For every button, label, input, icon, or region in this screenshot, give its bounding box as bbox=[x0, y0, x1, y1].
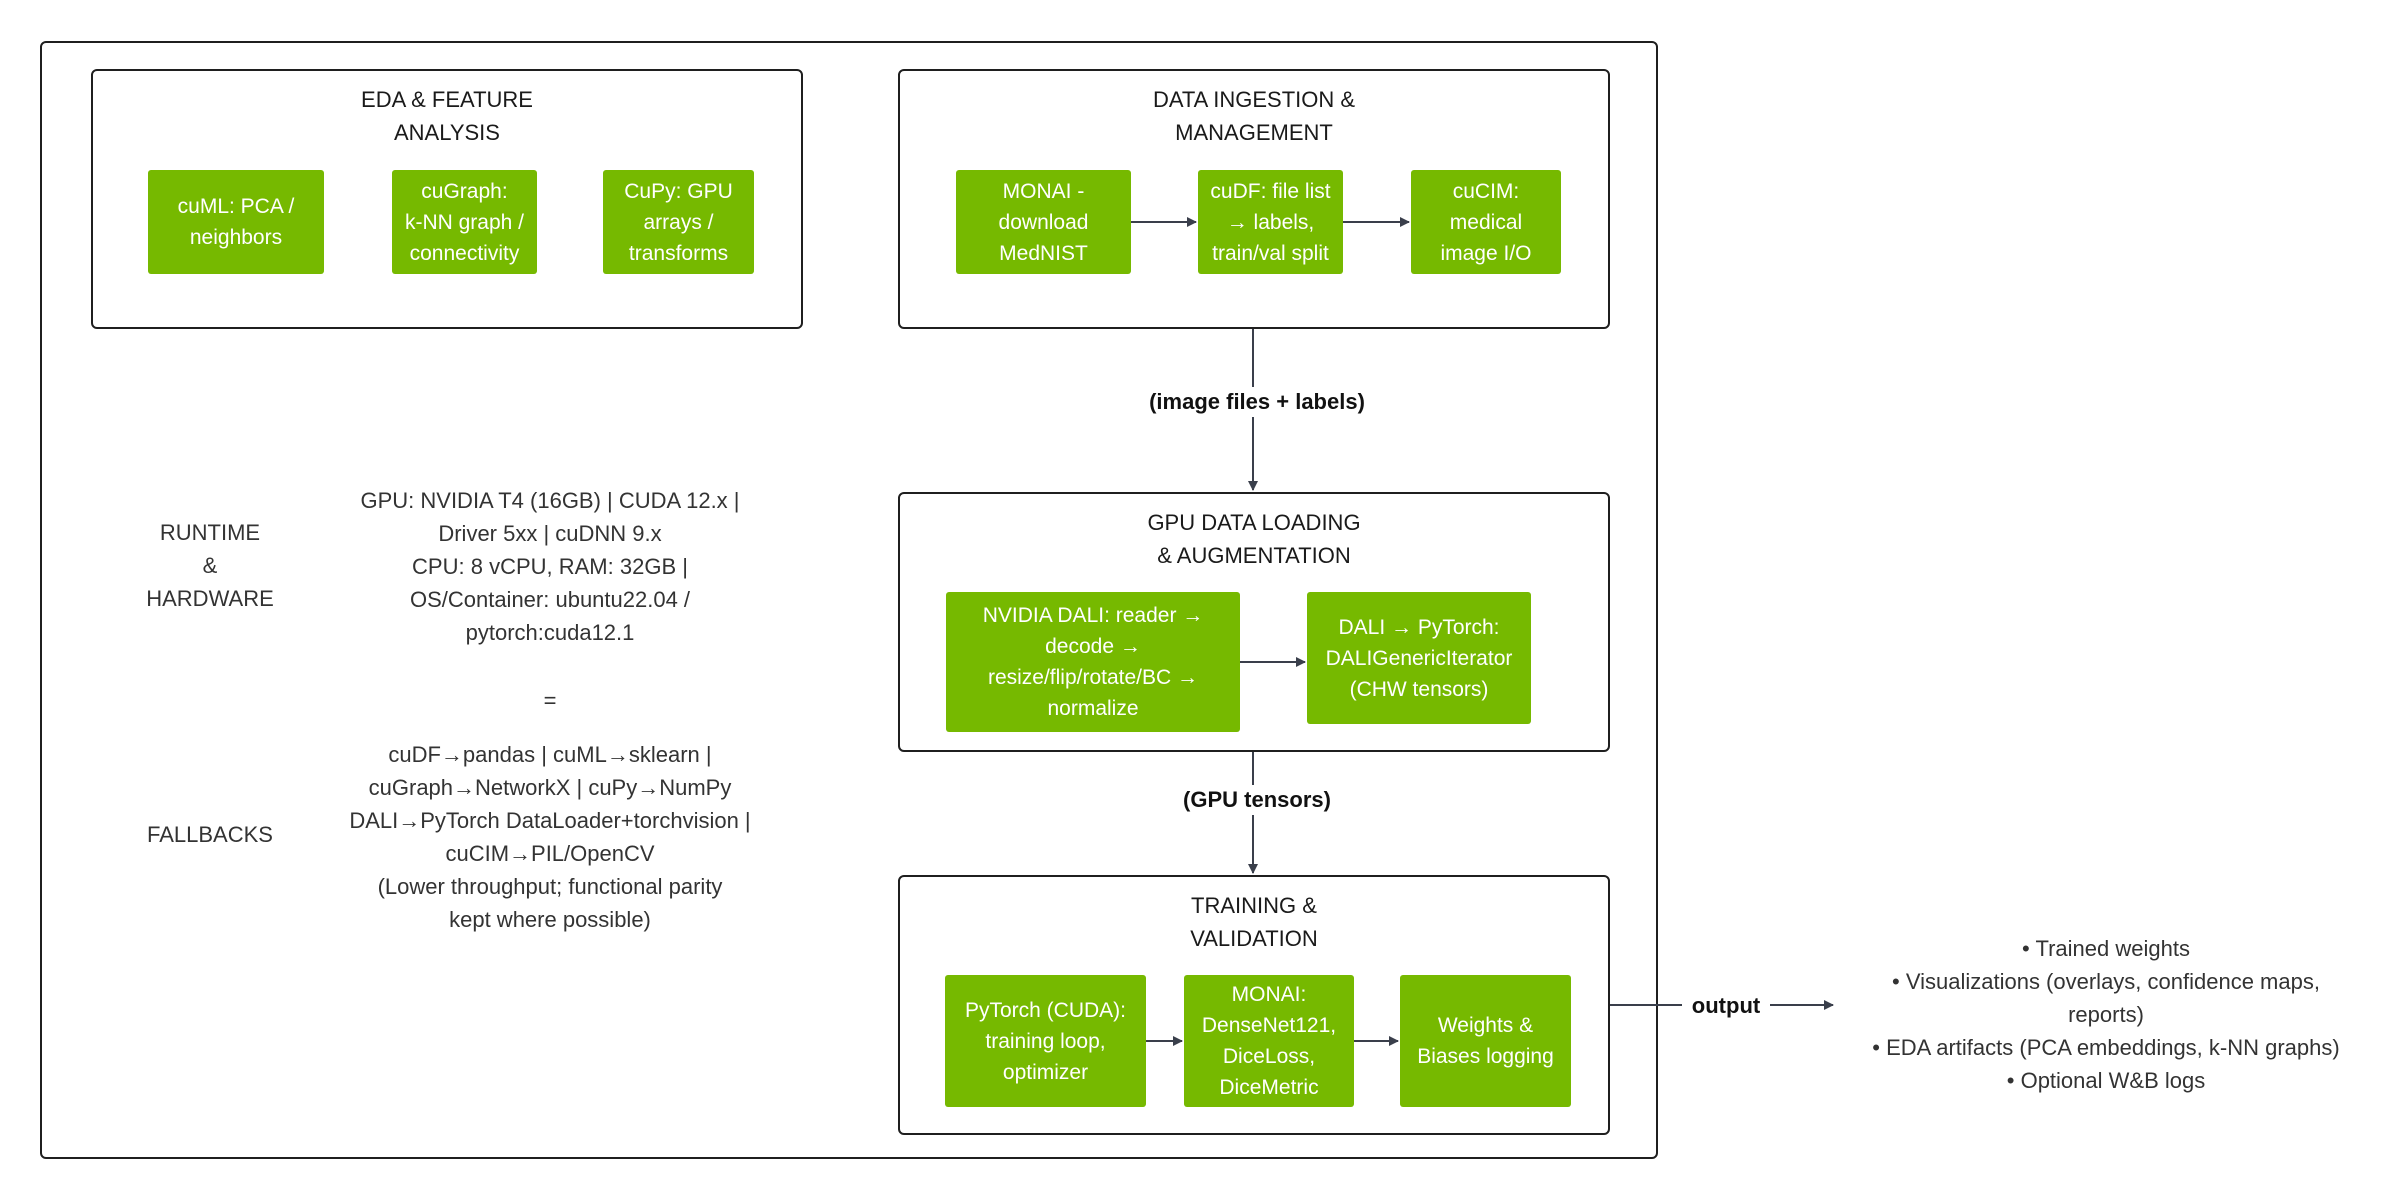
cugraph-knn-box: cuGraph: k-NN graph / connectivity bbox=[392, 170, 537, 274]
edge-label-gpu-tensors: (GPU tensors) bbox=[1165, 785, 1349, 815]
edge-label-output: output bbox=[1682, 991, 1770, 1021]
eda-group-title: EDA & FEATURE ANALYSIS bbox=[361, 87, 533, 145]
wandb-logging-box: Weights & Biases logging bbox=[1400, 975, 1571, 1107]
pytorch-training-loop-box: PyTorch (CUDA): training loop, optimizer bbox=[945, 975, 1146, 1107]
monai-download-box: MONAI - download MedNIST bbox=[956, 170, 1131, 274]
cudf-file-list-box: cuDF: file list → labels, train/val spli… bbox=[1198, 170, 1343, 274]
output-item: • Optional W&B logs bbox=[2006, 1068, 2206, 1093]
runtime-hardware-label: RUNTIME & HARDWARE bbox=[146, 520, 274, 611]
dali-pytorch-iterator-box: DALI → PyTorch: DALIGenericIterator (CHW… bbox=[1307, 592, 1531, 724]
nvidia-dali-reader-box: NVIDIA DALI: reader → decode → resize/fl… bbox=[946, 592, 1240, 732]
loading-group-title: GPU DATA LOADING & AUGMENTATION bbox=[1147, 510, 1361, 568]
training-group-title: TRAINING & VALIDATION bbox=[1190, 893, 1318, 951]
output-item: • EDA artifacts (PCA embeddings, k-NN gr… bbox=[1872, 1035, 2340, 1060]
output-item: • Trained weights bbox=[2022, 936, 2190, 961]
runtime-hardware-details: GPU: NVIDIA T4 (16GB) | CUDA 12.x | Driv… bbox=[360, 488, 740, 645]
edge-label-image-files: (image files + labels) bbox=[1131, 387, 1383, 417]
output-item: • Visualizations (overlays, confidence m… bbox=[1892, 969, 2320, 1027]
outputs-list: • Trained weights • Visualizations (over… bbox=[1836, 932, 2376, 1097]
cupy-gpu-arrays-box: CuPy: GPU arrays / transforms bbox=[603, 170, 754, 274]
ingestion-group-title: DATA INGESTION & MANAGEMENT bbox=[1152, 87, 1356, 145]
monai-densenet-box: MONAI: DenseNet121, DiceLoss, DiceMetric bbox=[1184, 975, 1354, 1107]
cucim-image-io-box: cuCIM: medical image I/O bbox=[1411, 170, 1561, 274]
runtime-separator: = bbox=[543, 688, 557, 713]
fallbacks-label: FALLBACKS bbox=[147, 822, 273, 847]
fallbacks-details: cuDF→pandas | cuML→sklearn | cuGraph→Net… bbox=[349, 742, 751, 932]
cuml-pca-box: cuML: PCA / neighbors bbox=[148, 170, 324, 274]
